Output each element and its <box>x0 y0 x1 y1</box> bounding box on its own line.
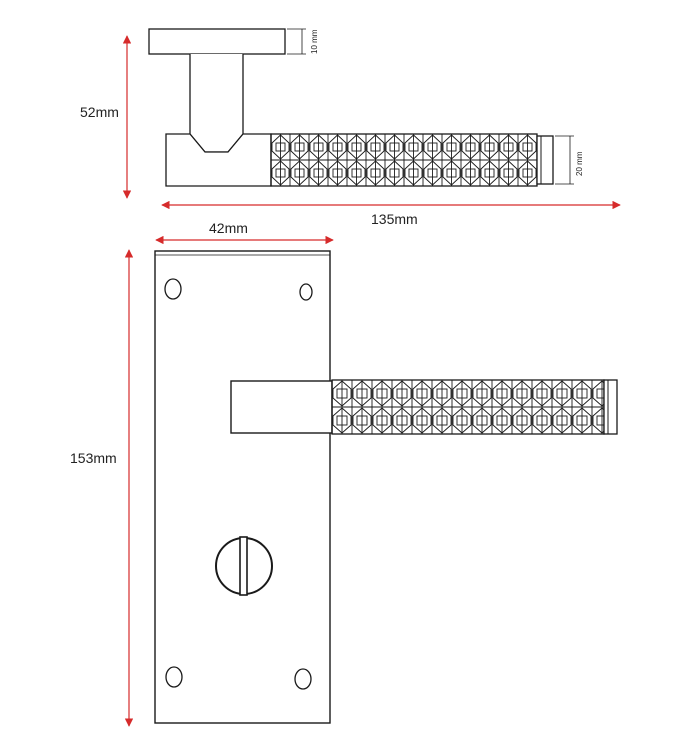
backplate <box>154 250 331 724</box>
backplate-height-dimension: 153mm <box>70 249 134 727</box>
knurled-grip-front <box>331 379 605 435</box>
lever-diameter-dimension: 20 mm <box>555 135 584 185</box>
front-view: 42mm 153mm <box>70 220 618 727</box>
rose-thickness-dimension: 10 mm <box>287 28 319 55</box>
rose-disc <box>148 28 286 55</box>
lever-base <box>165 133 272 187</box>
projection-dimension: 52mm <box>80 35 132 199</box>
privacy-turn <box>215 536 273 596</box>
side-view: 10 mm 20 mm 52mm 135mm <box>80 28 621 227</box>
projection-label: 52mm <box>80 104 119 120</box>
lever-neck-front <box>230 380 333 434</box>
backplate-height-label: 153mm <box>70 450 117 466</box>
lever-length-dimension: 135mm <box>161 200 621 227</box>
screw-hole-top-right <box>299 283 313 301</box>
lever-end-cap-side <box>536 135 554 185</box>
backplate-width-dimension: 42mm <box>155 220 334 245</box>
screw-hole-bottom-left <box>165 666 183 688</box>
neck <box>189 54 244 153</box>
lever-diameter-label: 20 mm <box>575 151 584 176</box>
knurled-grip-side <box>270 133 538 187</box>
rose-thickness-label: 10 mm <box>310 29 319 54</box>
backplate-width-label: 42mm <box>209 220 248 236</box>
lever-end-cap-front <box>603 379 618 435</box>
screw-hole-top-left <box>164 278 182 300</box>
lever-length-label: 135mm <box>371 211 418 227</box>
screw-hole-bottom-right <box>294 668 312 690</box>
